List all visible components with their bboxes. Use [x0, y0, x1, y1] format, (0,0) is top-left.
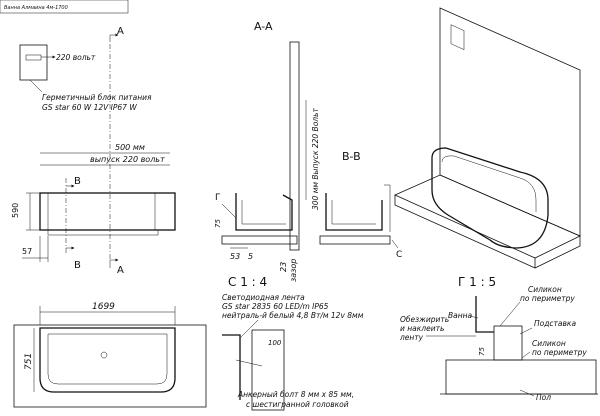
label-degrease-b: и наклеить — [400, 324, 444, 333]
dim-1699: 1699 — [92, 302, 115, 312]
label-bath: Ванна — [448, 311, 473, 320]
power-unit-line1: Герметичный блок питания — [42, 93, 152, 102]
label-silicone2-a: Силикон — [532, 339, 566, 348]
stamp-text: Ванна Алмаина 4м-1700 — [4, 5, 68, 11]
dim-53: 53 — [230, 252, 240, 261]
label-stand: Подставка — [534, 319, 576, 328]
vertical-outlet-label: 300 мм Выпуск 220 Вольт — [311, 108, 320, 210]
label-degrease-a: Обезжирить — [400, 315, 449, 324]
section-bb: B-B С — [319, 150, 402, 260]
power-unit-line2: GS star 60 W 12V IP67 W — [42, 103, 137, 112]
gap-label: зазор — [289, 259, 298, 282]
power-label: 220 вольт — [56, 53, 96, 62]
label-degrease-c: ленту — [399, 333, 424, 342]
detail-g: Г 1 : 5 Ванна Силикон по периметру Подст… — [399, 275, 598, 402]
led-line1: Светодиодная лента — [222, 293, 305, 302]
detail-g-title: Г 1 : 5 — [458, 275, 496, 289]
bath-front-elevation: 500 мм выпуск 220 вольт 590 57 — [11, 143, 176, 262]
section-b-top-label: B — [74, 176, 81, 187]
section-a-bottom: A — [109, 258, 124, 276]
dim-590: 590 — [11, 203, 20, 218]
wall-elevation: 220 вольт Герметичный блок питания GS st… — [19, 44, 152, 112]
section-a-top-label: A — [117, 26, 124, 37]
section-aa: A-A 300 мм Выпуск 220 Вольт Г 75 53 5 за… — [214, 20, 320, 282]
section-b-markers: B B — [65, 176, 81, 271]
label-silicone1-b: по периметру — [520, 294, 575, 303]
outlet-220: выпуск 220 вольт — [90, 155, 165, 164]
dim-23: 23 — [279, 262, 288, 272]
section-aa-title: A-A — [254, 20, 273, 33]
dim-751: 751 — [24, 353, 34, 370]
label-silicone2-b: по периметру — [532, 348, 587, 357]
dim-500: 500 мм — [115, 143, 145, 152]
label-silicone1-a: Силикон — [528, 285, 562, 294]
section-bb-title: B-B — [342, 150, 361, 163]
led-line2: GS star 2835 60 LED/m IP65 — [222, 302, 329, 311]
detail-c-title: С 1 : 4 — [228, 275, 267, 289]
marker-c-label: С — [396, 250, 402, 260]
anchor-line2: с шестигранной головкой — [246, 400, 349, 409]
dim-100: 100 — [268, 339, 282, 347]
dim-75: 75 — [214, 219, 222, 228]
isometric-view — [394, 7, 581, 269]
anchor-line1: Анкерный болт 8 мм x 85 мм, — [237, 390, 354, 399]
marker-g-label: Г — [215, 193, 221, 203]
bath-plan-view: 1699 751 — [13, 302, 207, 408]
dim-57: 57 — [22, 247, 32, 256]
dim-5: 5 — [248, 252, 253, 261]
section-a-top: A — [109, 26, 124, 42]
label-floor: Пол — [536, 393, 551, 402]
section-a-bottom-label: A — [117, 265, 124, 276]
detail-c: С 1 : 4 Светодиодная лента GS star 2835 … — [222, 275, 364, 411]
title-stamp: Ванна Алмаина 4м-1700 — [0, 0, 129, 14]
section-b-bottom-label: B — [74, 260, 81, 271]
led-line3: нейтраль-й белый 4,8 Вт/м 12v 8мм — [222, 311, 364, 320]
dim-75b: 75 — [478, 347, 486, 356]
